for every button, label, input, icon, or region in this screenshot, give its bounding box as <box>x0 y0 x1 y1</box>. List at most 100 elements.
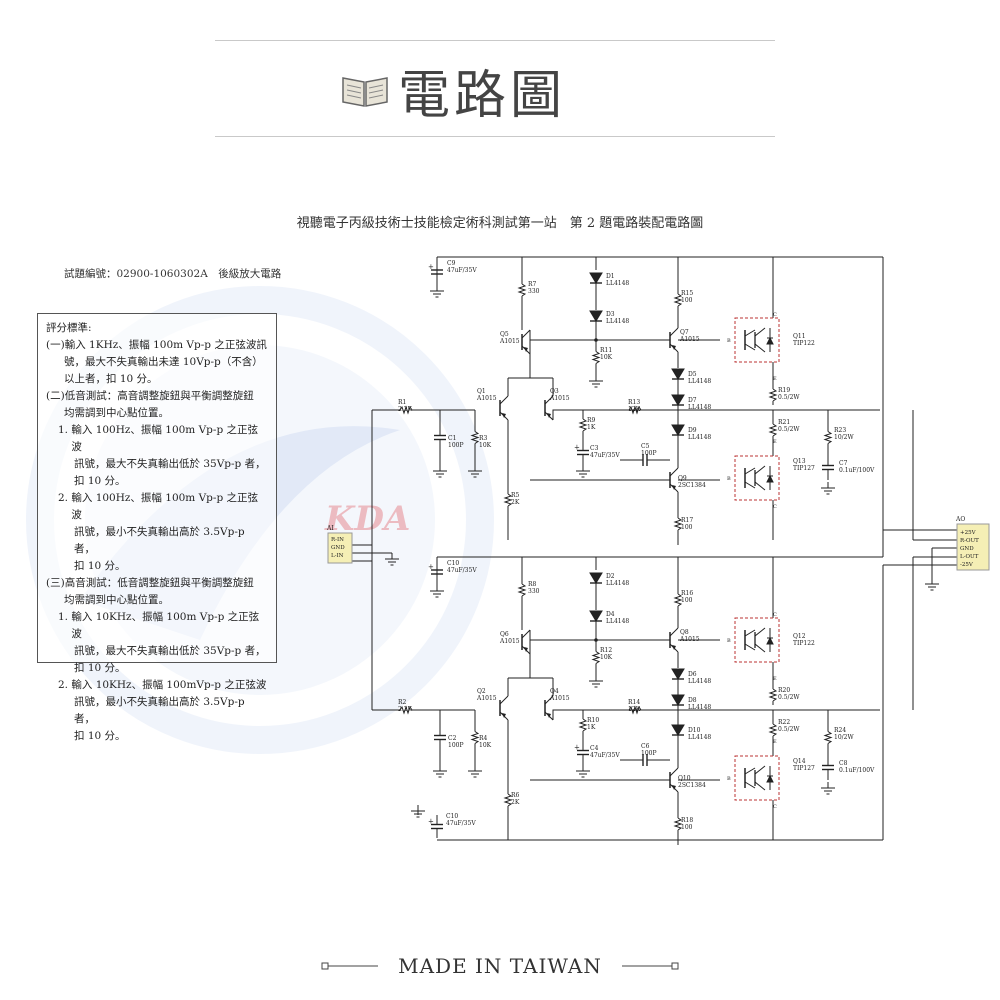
resistor-symbol <box>673 517 683 531</box>
driver-transistor-value: 2SC1384 <box>678 782 706 789</box>
comp-cap-ref: C6 <box>641 743 650 750</box>
emitter-resistor-lo-ref: R22 <box>778 719 790 726</box>
wire <box>669 627 679 637</box>
top-resistor-ref: R7 <box>528 281 537 288</box>
resistor-symbol <box>591 351 601 364</box>
wire <box>669 327 679 337</box>
resistor-symbol <box>673 593 683 607</box>
zobel-cap-value: 0.1uF/100V <box>839 467 875 474</box>
wire <box>744 343 756 351</box>
diode-a-value: LL4148 <box>606 580 629 587</box>
supply-cap-ref: C10 <box>447 560 459 567</box>
output-lo-value: TIP127 <box>793 465 815 472</box>
criteria-line: 扣 10 分。 <box>46 558 268 575</box>
header-bottom-rule <box>215 136 775 137</box>
criteria-line: 訊號，最小不失真輸出高於 3.5Vp-p 者， <box>46 524 268 558</box>
criteria-line: (二)低音測試：高音調整旋鈕與平衡調整旋鈕 <box>46 388 268 405</box>
criteria-line: (一)輸入 1KHz、振幅 100m Vp-p 之正弦波訊 <box>46 337 268 354</box>
wire <box>754 627 766 637</box>
diode-a-ref: D1 <box>606 273 615 280</box>
resistor-symbol <box>673 293 683 307</box>
darlington-module <box>734 317 780 363</box>
wire <box>544 395 554 405</box>
capacitor-polarity: + <box>428 818 434 826</box>
emitter-resistor-hi-ref: R19 <box>778 387 790 394</box>
pin-c: C <box>773 612 777 618</box>
diode-symbol <box>589 610 603 622</box>
diode-d-ref: D8 <box>688 697 697 704</box>
zobel-resistor-ref: R24 <box>834 727 846 734</box>
criteria-line-marker: (一) <box>46 339 65 351</box>
transistor-arrow <box>672 345 676 350</box>
criteria-lines: (一)輸入 1KHz、振幅 100m Vp-p 之正弦波訊號，最大不失真輸出未達… <box>46 337 268 745</box>
criteria-line: 訊號，最小不失真輸出高於 3.5Vp-p 者， <box>46 694 268 728</box>
input-cap-ref: C2 <box>448 735 457 742</box>
criteria-line: 2. 輸入 100Hz、振幅 100m Vp-p 之正弦波 <box>46 490 268 524</box>
wire <box>669 467 679 477</box>
feedback-resistor-value: 12K <box>628 406 641 413</box>
emitter-resistor-hi-value: 0.5/2W <box>778 694 800 701</box>
open-book-icon <box>342 77 388 107</box>
output-connector-name: AO <box>955 516 965 523</box>
diode-c-ref: D6 <box>688 671 697 678</box>
criteria-line-text: 訊號，最小不失真輸出高於 3.5Vp-p 者， <box>74 526 245 555</box>
zobel-cap-ref: C7 <box>839 460 848 467</box>
diff-transistor-a-ref: Q2 <box>477 688 486 695</box>
module-outline <box>734 755 780 801</box>
criteria-line: 訊號，最大不失真輸出低於 35Vp-p 者， <box>46 643 268 660</box>
title-block: 電路圖 <box>340 60 566 126</box>
transistor-arrow <box>672 485 676 490</box>
criteria-line: 訊號，最大不失真輸出低於 35Vp-p 者， <box>46 456 268 473</box>
diode-b-value: LL4148 <box>606 318 629 325</box>
diagram-title: 視聽電子丙級技術士技能檢定術科測試第一站 第 2 題電路裝配電路圖 <box>296 216 704 231</box>
vas-top-resistor-ref: R16 <box>681 590 693 597</box>
transistor-arrow <box>524 347 528 352</box>
emitter-resistor-hi-ref: R20 <box>778 687 790 694</box>
capacitor-polarity: + <box>574 444 580 452</box>
pin-c: C <box>773 504 777 510</box>
page-header: 電路圖 <box>0 40 1000 140</box>
diode-d-value: LL4148 <box>688 404 711 411</box>
pin-c: C <box>773 312 777 318</box>
module-outline <box>734 455 780 501</box>
diff-transistor-a-value: A1015 <box>476 695 497 702</box>
transistor-arrow <box>502 713 506 718</box>
wire <box>521 329 531 339</box>
output-connector-box <box>956 523 990 571</box>
criteria-line-marker: 1. <box>58 611 72 623</box>
wire <box>552 709 880 720</box>
input-resistor-ref: R2 <box>398 699 407 706</box>
vas-transistor-ref: Q8 <box>680 629 689 636</box>
vas-transistor-ref: Q7 <box>680 329 689 336</box>
resistor-symbol <box>578 418 588 432</box>
output-connector-pin: R-OUT <box>960 538 979 544</box>
emitter-resistor-hi-value: 0.5/2W <box>778 394 800 401</box>
scoring-criteria-box: 評分標準: (一)輸入 1KHz、振幅 100m Vp-p 之正弦波訊號，最大不… <box>37 313 277 742</box>
mid-resistor-ref: R11 <box>600 347 612 354</box>
module-diode <box>766 774 774 783</box>
criteria-line-text: 低音測試：高音調整旋鈕與平衡調整旋鈕 <box>64 390 254 402</box>
resistor-symbol <box>768 423 778 437</box>
resistor-symbol <box>503 493 513 507</box>
diode-e-value: LL4148 <box>688 434 711 441</box>
diode-c-value: LL4148 <box>688 378 711 385</box>
diode-b-value: LL4148 <box>606 618 629 625</box>
bias-resistor-value: 10K <box>479 442 492 449</box>
bias-resistor-ref: R3 <box>479 435 488 442</box>
feedback-resistor-small-ref: R9 <box>587 417 596 424</box>
diode-e-ref: D10 <box>688 727 701 734</box>
tail-resistor-value: 2K <box>511 499 520 506</box>
watermark-text: KDA <box>324 499 410 539</box>
resistor-symbol <box>517 283 527 297</box>
wire <box>744 481 756 489</box>
diode-symbol <box>671 668 685 680</box>
wire <box>754 643 766 653</box>
resistor-symbol <box>823 431 833 444</box>
input-cap-ref: C1 <box>448 435 456 442</box>
wire <box>754 327 766 337</box>
emitter-resistor-lo-value: 0.5/2W <box>778 726 800 733</box>
output-lo-ref: Q14 <box>793 758 806 765</box>
wire <box>744 767 756 775</box>
input-resistor-value: 2.2K <box>398 706 413 713</box>
criteria-line: 2. 輸入 10KHz、振幅 100mVp-p 之正弦波 <box>46 677 268 694</box>
